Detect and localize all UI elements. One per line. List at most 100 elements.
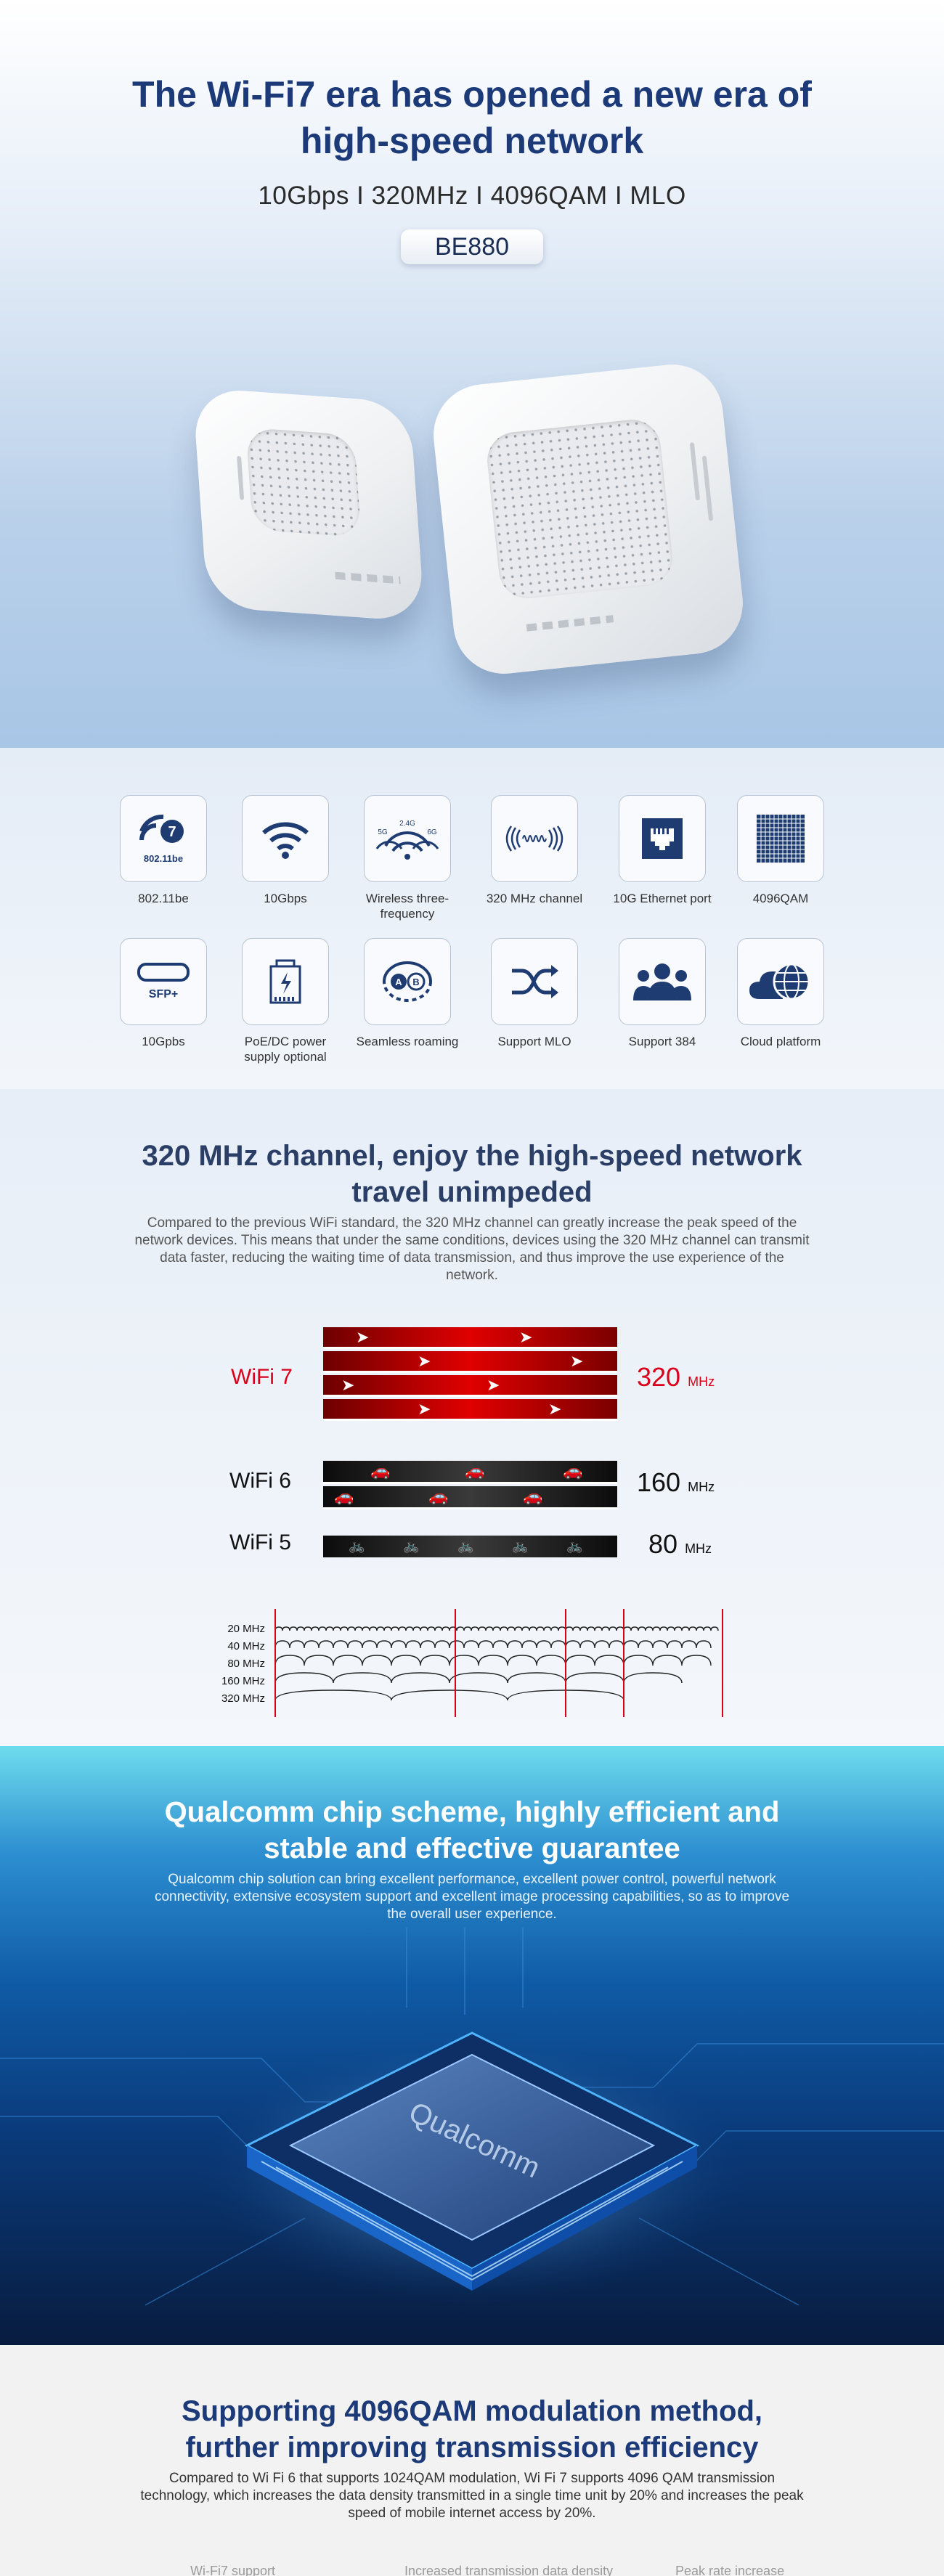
- feature-label: 4096QAM: [752, 892, 809, 905]
- feature-item: 4096QAM: [723, 795, 839, 906]
- features-section: 7 802.11be 802.11be 10Gbps 2.4G 5G 6G: [0, 748, 944, 1089]
- device-grille: [484, 417, 675, 602]
- device-leds: [526, 615, 614, 632]
- roaming-icon: A B: [364, 938, 451, 1025]
- car-icon: 🚗: [523, 1487, 543, 1505]
- bicycle-icon: 🚲: [512, 1538, 529, 1553]
- feature-label: PoE/DC power supply optional: [244, 1035, 327, 1064]
- hero-title: The Wi-Fi7 era has opened a new era of h…: [132, 74, 812, 161]
- qualcomm-section: Qualcomm chip scheme, highly efficient a…: [0, 1746, 944, 2345]
- qam-section: Supporting 4096QAM modulation method, fu…: [0, 2345, 944, 2576]
- channel-title: 320 MHz channel, enjoy the high-speed ne…: [142, 1140, 802, 1208]
- hero-subtitle: 10Gbps I 320MHz I 4096QAM I MLO: [258, 182, 686, 210]
- feature-item: 10Gbps: [227, 795, 343, 906]
- rocket-icon: ➤: [519, 1328, 533, 1346]
- feature-label: 10G Ethernet port: [613, 892, 712, 905]
- wifi6-bandwidth: 160 MHz: [637, 1467, 715, 1497]
- channel-description: Compared to the previous WiFi standard, …: [134, 1215, 810, 1283]
- users-group-icon: [619, 938, 706, 1025]
- channel-arc-row: [274, 1640, 712, 1649]
- qualcomm-description: Qualcomm chip solution can bring excelle…: [154, 1872, 790, 1922]
- lane: ➤ ➤: [323, 1399, 617, 1421]
- svg-text:2.4G: 2.4G: [399, 820, 415, 828]
- feature-item: Support MLO: [476, 938, 593, 1049]
- svg-text:6G: 6G: [427, 828, 437, 836]
- lane: ➤ ➤: [323, 1375, 617, 1397]
- svg-text:A: A: [395, 977, 402, 987]
- feature-label: Seamless roaming: [356, 1035, 459, 1048]
- feature-item: SFP+ 10Gpbs: [105, 938, 221, 1049]
- rocket-icon: ➤: [418, 1352, 431, 1370]
- channel-section: 320 MHz channel, enjoy the high-speed ne…: [0, 1089, 944, 1746]
- feature-label: Support 384: [628, 1035, 696, 1048]
- wifi7-label: WiFi 7: [231, 1365, 293, 1389]
- qam-column-label: Increased transmission data density: [404, 2564, 614, 2576]
- qam-column-label: Wi-Fi7 support: [190, 2564, 276, 2576]
- wifi-signal-icon: [242, 795, 329, 882]
- rocket-icon: ➤: [341, 1376, 355, 1394]
- freq-label: 160 MHz: [221, 1675, 265, 1687]
- svg-text:5G: 5G: [378, 828, 388, 836]
- bicycle-icon: 🚲: [349, 1538, 365, 1553]
- qam-grid-icon: [737, 795, 824, 882]
- lane: 🚲 🚲 🚲 🚲 🚲: [323, 1536, 617, 1557]
- bicycle-icon: 🚲: [457, 1538, 474, 1553]
- feature-item: Support 384: [604, 938, 720, 1049]
- feature-label: 802.11be: [138, 892, 189, 905]
- device-slot: [689, 442, 701, 501]
- channel-wave-icon: [491, 795, 578, 882]
- bicycle-icon: 🚲: [566, 1538, 583, 1553]
- rocket-icon: ➤: [570, 1352, 584, 1370]
- feature-item: A B Seamless roaming: [349, 938, 465, 1049]
- svg-text:7: 7: [168, 824, 176, 840]
- channel-arc-row: [274, 1626, 719, 1631]
- qam-title: Supporting 4096QAM modulation method, fu…: [182, 2395, 762, 2463]
- freq-label: 20 MHz: [227, 1623, 265, 1635]
- feature-label: Support MLO: [497, 1035, 571, 1048]
- lane: ➤ ➤: [323, 1327, 617, 1349]
- lane: 🚗 🚗 🚗: [323, 1461, 617, 1484]
- channel-arc-row: [274, 1690, 624, 1701]
- wifi6-label: WiFi 6: [229, 1469, 291, 1493]
- tri-band-icon: 2.4G 5G 6G: [364, 795, 451, 882]
- wifi7-802-11be-icon: 7 802.11be: [120, 795, 207, 882]
- wifi5-bandwidth: 80 MHz: [648, 1529, 712, 1559]
- car-icon: 🚗: [563, 1462, 583, 1480]
- cloud-globe-icon: [737, 938, 824, 1025]
- feature-label: 10Gpbs: [142, 1035, 185, 1048]
- feature-label: Wireless three-frequency: [365, 892, 449, 921]
- access-point-small-image: [192, 387, 426, 622]
- car-icon: 🚗: [370, 1462, 391, 1480]
- feature-item: 7 802.11be 802.11be: [105, 795, 221, 906]
- lane: 🚗 🚗 🚗: [323, 1486, 617, 1509]
- poe-power-icon: [242, 938, 329, 1025]
- channel-arc-row: [274, 1655, 712, 1666]
- svg-text:B: B: [412, 977, 419, 987]
- car-icon: 🚗: [465, 1462, 485, 1480]
- car-icon: 🚗: [334, 1487, 354, 1505]
- qualcomm-chip-image: Qualcomm: [0, 1928, 944, 2306]
- feature-label: 320 MHz channel: [486, 892, 583, 905]
- qam-description: Compared to Wi Fi 6 that supports 1024QA…: [140, 2471, 804, 2521]
- rocket-icon: ➤: [487, 1376, 500, 1394]
- car-icon: 🚗: [428, 1487, 449, 1505]
- device-slot: [237, 455, 245, 500]
- qualcomm-title: Qualcomm chip scheme, highly efficient a…: [164, 1796, 780, 1864]
- rocket-icon: ➤: [418, 1400, 431, 1418]
- freq-label: 40 MHz: [227, 1640, 265, 1652]
- sfp-port-icon: SFP+: [120, 938, 207, 1025]
- feature-label: 10Gbps: [264, 892, 307, 905]
- access-point-large-image: [428, 359, 748, 679]
- device-grille: [245, 427, 362, 538]
- feature-label: Cloud platform: [740, 1035, 821, 1048]
- feature-item: 10G Ethernet port: [604, 795, 720, 906]
- mlo-arrows-icon: [491, 938, 578, 1025]
- bicycle-icon: 🚲: [403, 1538, 420, 1553]
- hero-section: The Wi-Fi7 era has opened a new era of h…: [0, 0, 944, 748]
- device-slot: [701, 455, 714, 521]
- rocket-icon: ➤: [356, 1328, 370, 1346]
- wifi5-label: WiFi 5: [229, 1530, 291, 1554]
- wifi7-bandwidth: 320 MHz: [637, 1362, 715, 1392]
- device-leds: [335, 571, 401, 584]
- feature-item: Cloud platform: [723, 938, 839, 1049]
